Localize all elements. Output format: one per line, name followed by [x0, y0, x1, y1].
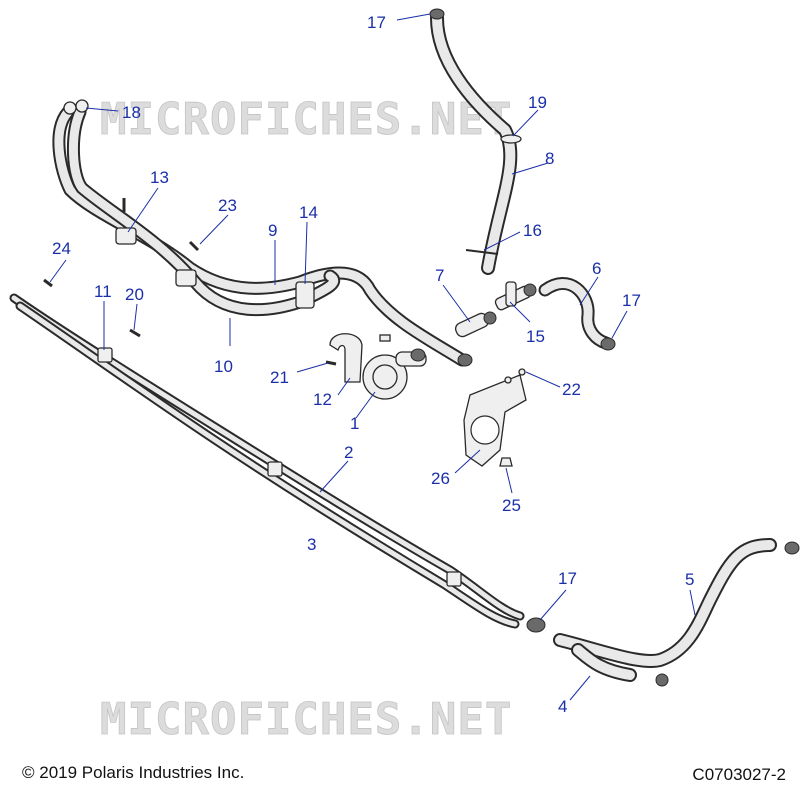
callout-21: 21 — [270, 368, 289, 387]
tie-16 — [465, 249, 499, 255]
bolt-20 — [129, 328, 141, 338]
clamp-17-top — [429, 8, 445, 20]
figure-code: C0703027-2 — [692, 765, 786, 784]
callout-13: 13 — [150, 168, 169, 187]
clamp-hose9 — [457, 353, 473, 367]
callout-17-top: 17 — [367, 13, 386, 32]
leader-lines — [49, 13, 696, 701]
watermark-top: MICROFICHES.NET — [100, 94, 512, 145]
bolt-21 — [325, 360, 337, 366]
callout-17-lower: 17 — [558, 569, 577, 588]
callout-15: 15 — [526, 327, 545, 346]
clip-13 — [115, 227, 137, 245]
callout-23: 23 — [218, 196, 237, 215]
hose-6 — [538, 277, 613, 350]
spacer — [379, 334, 391, 342]
hose-4 — [571, 643, 637, 682]
callout-18: 18 — [122, 103, 141, 122]
clamp-19 — [500, 134, 522, 144]
callout-20: 20 — [125, 285, 144, 304]
clamp-15b — [523, 283, 537, 297]
callout-1: 1 — [350, 414, 359, 433]
callout-11: 11 — [94, 282, 112, 301]
callout-7: 7 — [435, 266, 444, 285]
clamp-17-right — [600, 337, 616, 351]
clamp-17-lower — [526, 617, 546, 633]
nut-22b — [504, 376, 512, 384]
callout-22: 22 — [562, 380, 581, 399]
clamp-4-end — [655, 673, 669, 687]
callout-3: 3 — [307, 535, 316, 554]
clip-11 — [97, 347, 113, 363]
callout-10: 10 — [214, 357, 233, 376]
hose-9 — [52, 105, 469, 367]
clip-11c — [446, 571, 462, 587]
bracket-26 — [463, 374, 527, 467]
callout-8: 8 — [545, 149, 554, 168]
callout-26: 26 — [431, 469, 450, 488]
clamp-15a — [483, 311, 497, 325]
callout-14: 14 — [299, 203, 318, 222]
callout-9: 9 — [268, 221, 277, 240]
callout-12: 12 — [313, 390, 332, 409]
nut-25 — [499, 457, 513, 467]
callout-5: 5 — [685, 570, 694, 589]
clamp-18a — [63, 101, 77, 115]
copyright-notice: © 2019 Polaris Industries Inc. — [22, 763, 245, 782]
bolt-24 — [43, 278, 53, 288]
callout-17-right: 17 — [622, 291, 641, 310]
clip-13b — [175, 269, 197, 287]
callout-25: 25 — [502, 496, 521, 515]
clip-14 — [295, 281, 315, 309]
pump-1 — [362, 351, 427, 400]
callout-2: 2 — [344, 443, 353, 462]
callout-16: 16 — [523, 221, 542, 240]
tube-2 — [9, 293, 525, 621]
clip-11b — [267, 461, 283, 477]
bolt-23-b — [188, 240, 200, 252]
callout-24: 24 — [52, 239, 71, 258]
clamp-18b — [75, 99, 89, 113]
watermark-bottom: MICROFICHES.NET — [100, 694, 512, 745]
callout-4: 4 — [558, 697, 567, 716]
callout-19: 19 — [528, 93, 547, 112]
bracket-12 — [329, 333, 363, 383]
hose-8 — [430, 11, 518, 275]
hose-5 — [553, 538, 777, 668]
clamp-5-end — [784, 541, 800, 555]
nut-22 — [518, 368, 526, 376]
clamp-pump — [410, 348, 426, 362]
callout-6: 6 — [592, 259, 601, 278]
